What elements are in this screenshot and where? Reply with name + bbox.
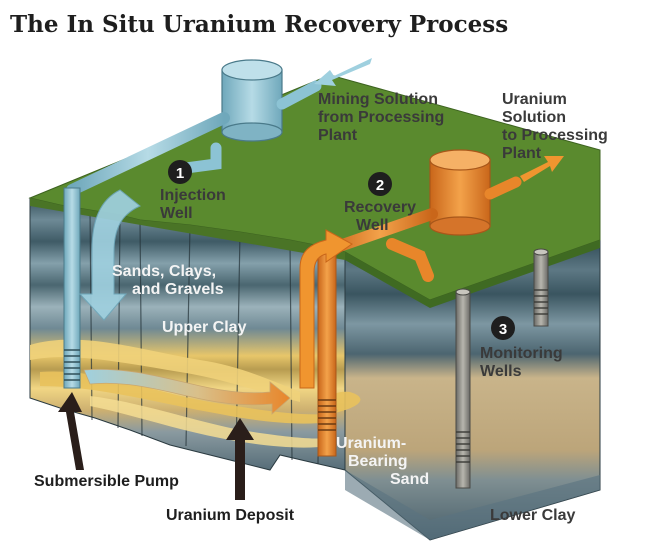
uranium-bearing-sand-label: Uranium- Bearing Sand — [336, 435, 429, 488]
grass-edge-right — [345, 240, 600, 308]
recovery-outlet-pipe — [484, 176, 522, 200]
injection-main-pipe — [66, 112, 230, 196]
mining-solution-arrow — [314, 58, 372, 86]
sands-label: Sands, Clays, and Gravels — [112, 263, 224, 298]
svg-text:3: 3 — [499, 321, 507, 338]
uranium-deposit-label: Uranium Deposit — [166, 507, 295, 524]
deposit-pointer-arrow — [226, 418, 254, 500]
lower-clay-band — [345, 470, 600, 540]
ore-swirl-1 — [30, 339, 300, 402]
ore-swirl-2 — [40, 371, 361, 424]
ore-flow-arrow — [83, 368, 291, 415]
svg-text:1: 1 — [176, 165, 184, 182]
recovery-well-label: Recovery Well — [344, 199, 421, 234]
lower-clay-label: Lower Clay — [490, 507, 575, 524]
step-2-badge: 2 — [368, 172, 392, 196]
injection-flow-arrow — [78, 189, 141, 321]
injection-well-screen — [64, 349, 80, 381]
uranium-solution-arrow — [520, 156, 564, 182]
monitoring-well-1 — [455, 288, 471, 489]
submersible-pump-label: Submersible Pump — [34, 473, 179, 490]
injection-secondary-pipe — [180, 142, 222, 174]
injection-well-label: Injection Well — [160, 187, 230, 222]
ore-swirl-3 — [90, 396, 330, 448]
injection-well-pipe — [63, 187, 81, 389]
uranium-solution-label: Uranium Solution to Processing Plant — [502, 91, 612, 162]
recovery-well-pipe — [317, 247, 337, 457]
step-1-badge: 1 — [168, 160, 192, 184]
recovery-flow-arrow — [299, 229, 353, 389]
injection-tank — [221, 59, 283, 142]
pump-pointer-arrow — [58, 392, 84, 470]
upper-clay-label: Upper Clay — [162, 319, 247, 336]
svg-text:2: 2 — [376, 177, 384, 194]
step-3-badge: 3 — [491, 316, 515, 340]
page-title: The In Situ Uranium Recovery Process — [10, 11, 508, 38]
recovery-well-screen — [318, 399, 336, 431]
injection-inlet-pipe — [276, 80, 322, 110]
mining-solution-label: Mining Solution from Processing Plant — [318, 91, 449, 144]
monitoring-well-2 — [533, 248, 549, 327]
recovery-secondary-pipe — [386, 238, 434, 282]
front-cut-lines — [89, 209, 321, 465]
recovery-tank — [429, 149, 491, 236]
monitoring-wells-label: Monitoring Wells — [480, 345, 567, 380]
